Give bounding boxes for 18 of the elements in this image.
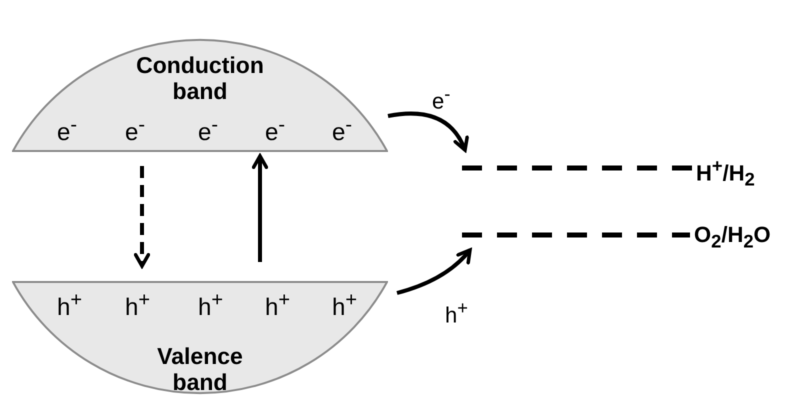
charge-carrier-label: h$^{+}$ xyxy=(198,289,224,322)
arrow xyxy=(396,248,472,295)
arrow xyxy=(388,112,468,152)
level-label: O$_{2}$/H$_{2}$O xyxy=(694,222,771,252)
charge-carrier-label: e$^{-}$ xyxy=(332,114,352,147)
charge-carrier-label: h$^{+}$ xyxy=(57,289,82,322)
charge-carrier-label: h$^{+}$ xyxy=(125,289,150,322)
charge-carrier-label: e$^{-}$ xyxy=(125,114,146,147)
arrow xyxy=(134,166,150,268)
charge-carrier-label: e$^{-}$ xyxy=(198,114,218,147)
charge-carrier-label: e$^{-}$ xyxy=(57,114,78,147)
level-label: H$^{+}$/H$_{2}$ xyxy=(696,155,755,191)
charge-carrier-label: e$^{-}$ xyxy=(265,114,286,147)
arrow xyxy=(252,154,268,262)
band-label: Conduction band xyxy=(135,52,265,104)
charge-carrier-label: h$^{+}$ xyxy=(265,289,290,322)
charge-carrier-label: h$^{+}$ xyxy=(332,289,358,322)
band-label: Valence band xyxy=(156,343,244,395)
